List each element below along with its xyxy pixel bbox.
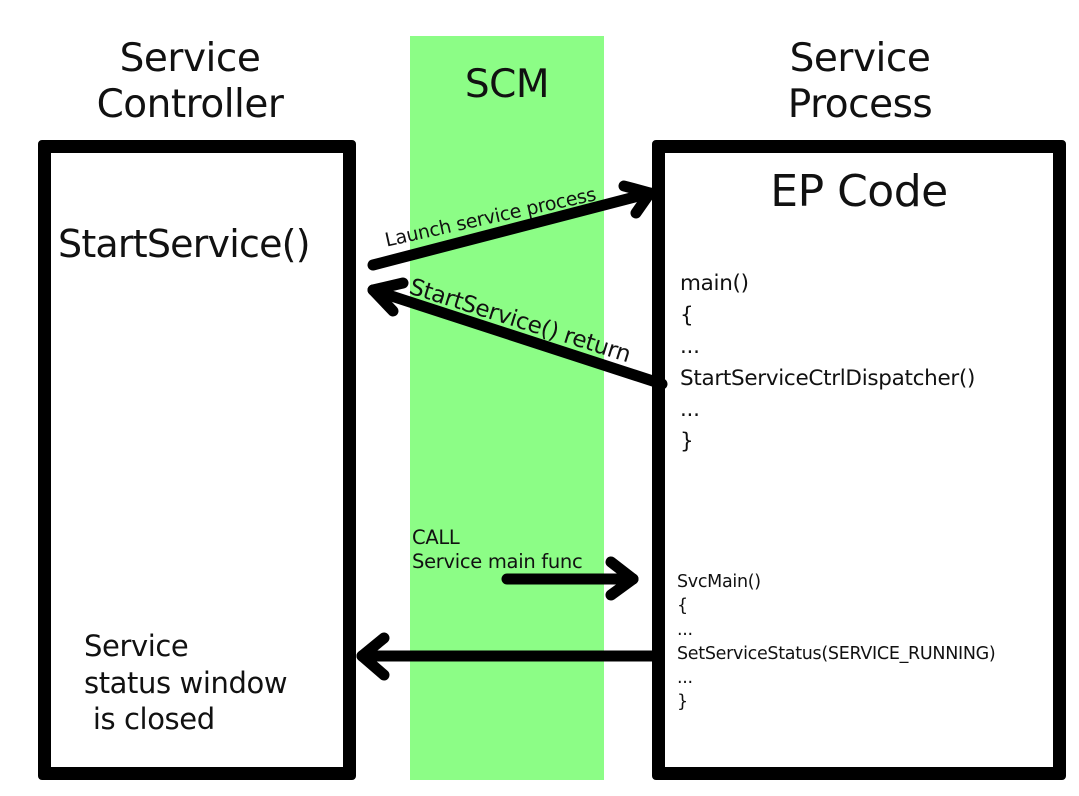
call-main-arrow xyxy=(501,556,639,601)
service-process-heading-line2: Process xyxy=(787,82,933,127)
status-window-text: Service status window is closed xyxy=(84,629,288,736)
service-controller-heading-line2: Controller xyxy=(96,82,284,127)
service-process-box xyxy=(652,140,1066,780)
svcmain-code-block: SvcMain() { ... SetServiceStatus(SERVICE… xyxy=(677,572,996,712)
service-controller-heading: Service Controller xyxy=(60,36,320,128)
return-arrow xyxy=(367,277,668,390)
service-controller-heading-line1: Service xyxy=(119,36,261,81)
main-code-block: main() { ... StartServiceCtrlDispatcher(… xyxy=(680,271,976,454)
call-main-arrow-label: CALL Service main func xyxy=(412,526,583,573)
status-arrow xyxy=(356,632,661,681)
launch-arrow xyxy=(367,180,656,271)
service-controller-box xyxy=(38,140,356,780)
ep-code-title: EP Code xyxy=(770,166,948,217)
scm-heading: SCM xyxy=(464,62,550,107)
service-process-heading-line1: Service xyxy=(789,36,931,81)
startservice-call: StartService() xyxy=(58,222,311,266)
service-process-heading: Service Process xyxy=(720,36,1000,128)
